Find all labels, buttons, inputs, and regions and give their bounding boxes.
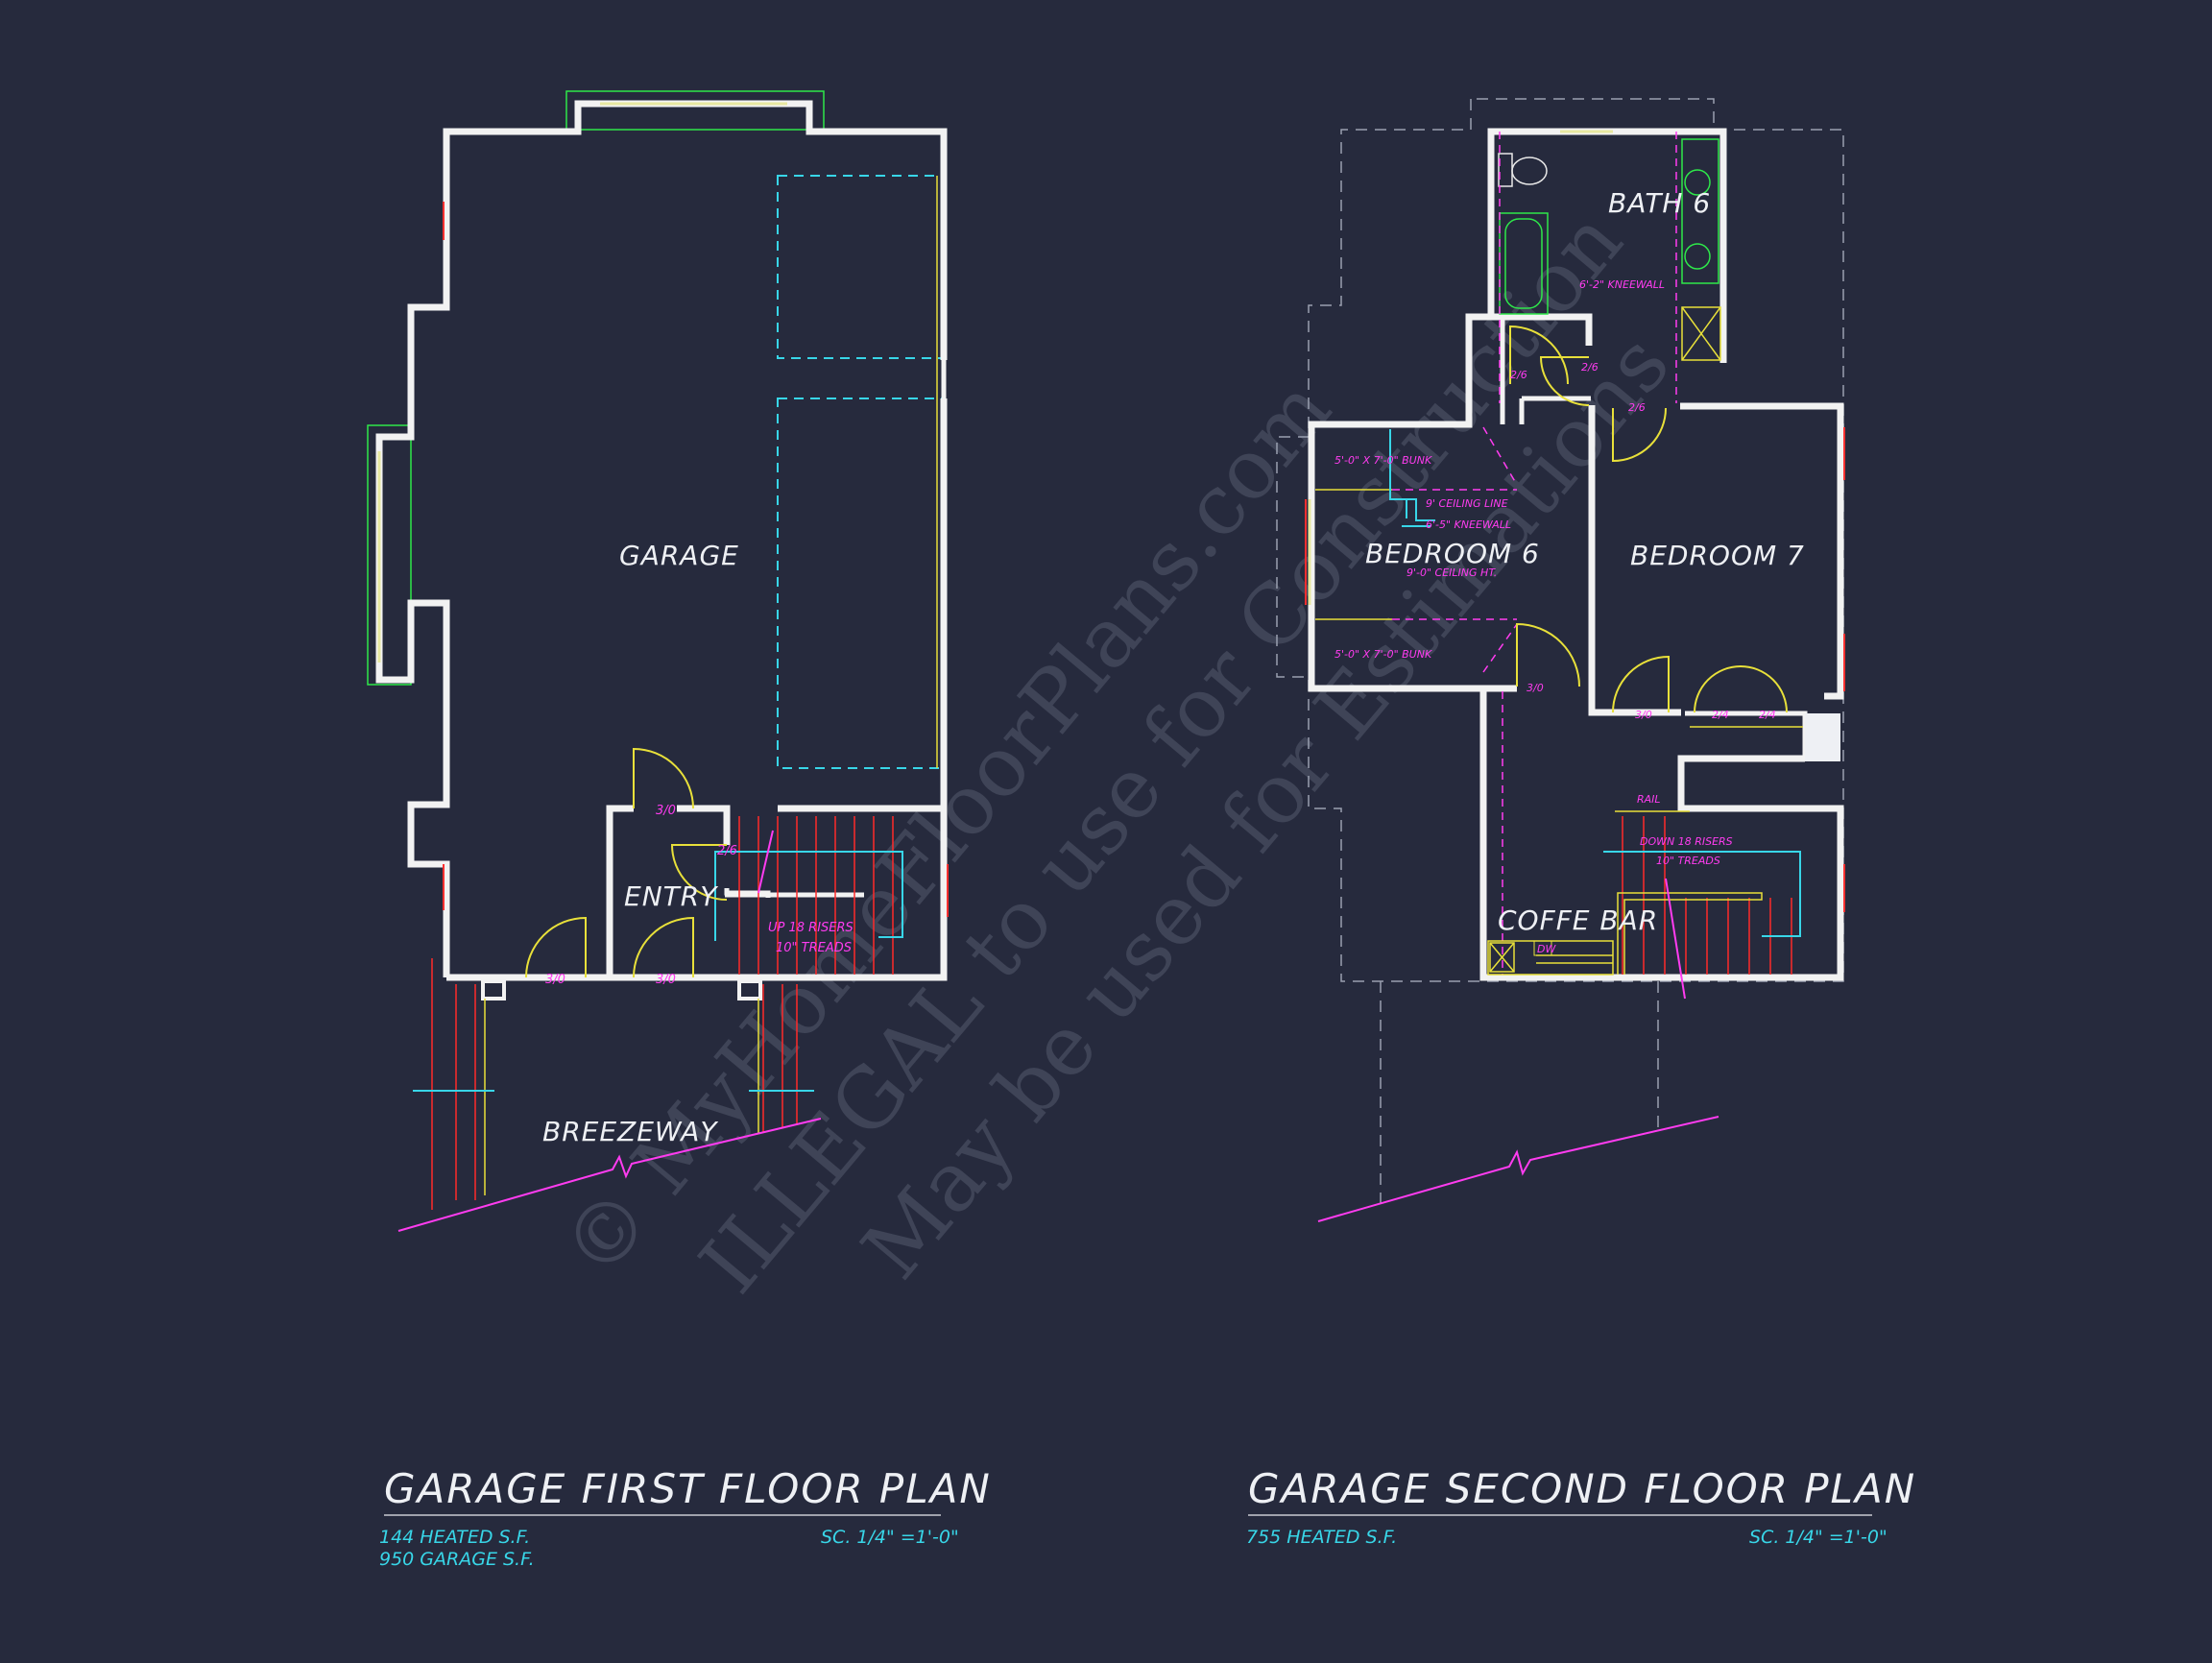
stair-treads-tag: 10" TREADS <box>776 941 852 955</box>
ceiling-height-tag: 9'-0" CEILING HT. <box>1407 566 1497 579</box>
bedroom7-west-wall <box>1588 405 1681 716</box>
first-floor-heated: 144 HEATED S.F. <box>379 1527 530 1548</box>
second-floor-plan: BATH 6 BEDROOM 6 BEDROOM 7 COFFE BAR 6'-… <box>1246 98 1916 1548</box>
stair-risers-tag: UP 18 RISERS <box>768 921 854 935</box>
door-tag-entry-bottom: 3/0 <box>656 973 676 987</box>
bedroom6-door <box>1516 622 1580 687</box>
bunk-bottom-tag: 5'-0" X 7'-0" BUNK <box>1334 648 1432 661</box>
front-bay-outline <box>565 90 825 131</box>
door-tag-bedroom6: 3/0 <box>1527 682 1544 694</box>
bunk-top-tag: 5'-0" X 7'-0" BUNK <box>1334 454 1432 467</box>
door-tag-bedroom7-top: 2/6 <box>1628 401 1646 414</box>
second-floor-title: GARAGE SECOND FLOOR PLAN <box>1248 1465 1916 1512</box>
first-floor-title: GARAGE FIRST FLOOR PLAN <box>384 1465 992 1512</box>
car-outline-lower <box>777 398 944 769</box>
bath6-label: BATH 6 <box>1608 187 1711 219</box>
breezeway-break-line <box>397 1118 822 1232</box>
entry-label: ENTRY <box>624 880 718 912</box>
chimney-block <box>1805 713 1840 761</box>
stair-break-line <box>757 830 774 894</box>
closet-door <box>670 844 728 901</box>
watermark-line-2: ILLEGAL to use for Construction <box>682 194 1641 1312</box>
car-outline-upper <box>777 175 944 359</box>
first-floor-plan: GARAGE ENTRY BREEZEWAY 3/0 2/6 3/0 3/0 U… <box>367 90 992 1570</box>
door-tag-hall-2: 2/6 <box>1581 361 1599 374</box>
ceiling-line-tag: 9' CEILING LINE <box>1426 497 1508 510</box>
hall-door-2 <box>1539 356 1590 406</box>
second-floor-scale: SC. 1/4" =1'-0" <box>1749 1527 1887 1548</box>
breezeway-label: BREEZEWAY <box>542 1116 718 1147</box>
entry-door-bottom <box>633 916 694 978</box>
door-tag-bedroom7: 3/0 <box>1635 709 1652 721</box>
stair-down-treads-tag: 10" TREADS <box>1656 855 1720 867</box>
dishwasher-tag: DW <box>1537 943 1556 955</box>
bedroom6-lines <box>1315 426 1518 673</box>
door-tag-closet-2: 2/4 <box>1759 709 1776 721</box>
stair-treads-first-floor <box>738 816 894 975</box>
bath-kneewall-tag: 6'-2" KNEEWALL <box>1579 278 1665 291</box>
hall-door-1 <box>1509 325 1569 385</box>
closet-shelf-wall <box>1685 711 1808 759</box>
door-tag-hall-1: 2/6 <box>1510 369 1527 381</box>
bedroom7-door <box>1612 655 1670 713</box>
entry-door-top <box>633 747 694 809</box>
side-bay-outline <box>367 424 412 686</box>
stair-down-risers-tag: DOWN 18 RISERS <box>1640 835 1733 848</box>
stair-rail <box>1617 892 1763 975</box>
breezeway-break-line-upper <box>1317 1116 1719 1222</box>
closet-double-doors <box>1694 664 1788 713</box>
door-tag-closet-1: 2/4 <box>1712 709 1729 721</box>
first-floor-scale: SC. 1/4" =1'-0" <box>821 1527 959 1548</box>
bedroom7-label: BEDROOM 7 <box>1630 540 1805 571</box>
rail-tag: RAIL <box>1637 793 1661 806</box>
bedroom6-label: BEDROOM 6 <box>1365 538 1540 569</box>
stair-direction-arrow-down <box>1603 851 1801 937</box>
garage-door-bottom <box>525 916 587 978</box>
stair-break-line-upper <box>1665 878 1686 1000</box>
bedroom7-top-door <box>1612 407 1667 463</box>
coffee-bar-counter <box>1487 940 1614 976</box>
door-tag-entry-top: 3/0 <box>656 804 676 818</box>
breezeway-structure <box>413 958 814 1210</box>
stair-direction-arrow <box>714 851 903 941</box>
first-floor-garage-sf: 950 GARAGE S.F. <box>379 1549 535 1570</box>
coffee-bar-label: COFFE BAR <box>1498 904 1658 936</box>
bath-fixtures <box>1498 138 1721 361</box>
second-floor-heated: 755 HEATED S.F. <box>1246 1527 1397 1548</box>
door-tag-closet: 2/6 <box>717 844 737 858</box>
roof-eave-outline <box>1276 98 1844 982</box>
bedroom-kneewall-tag: 6'-5" KNEEWALL <box>1426 518 1511 531</box>
garage-label: GARAGE <box>619 540 739 571</box>
door-tag-garage-bottom: 3/0 <box>545 973 565 987</box>
